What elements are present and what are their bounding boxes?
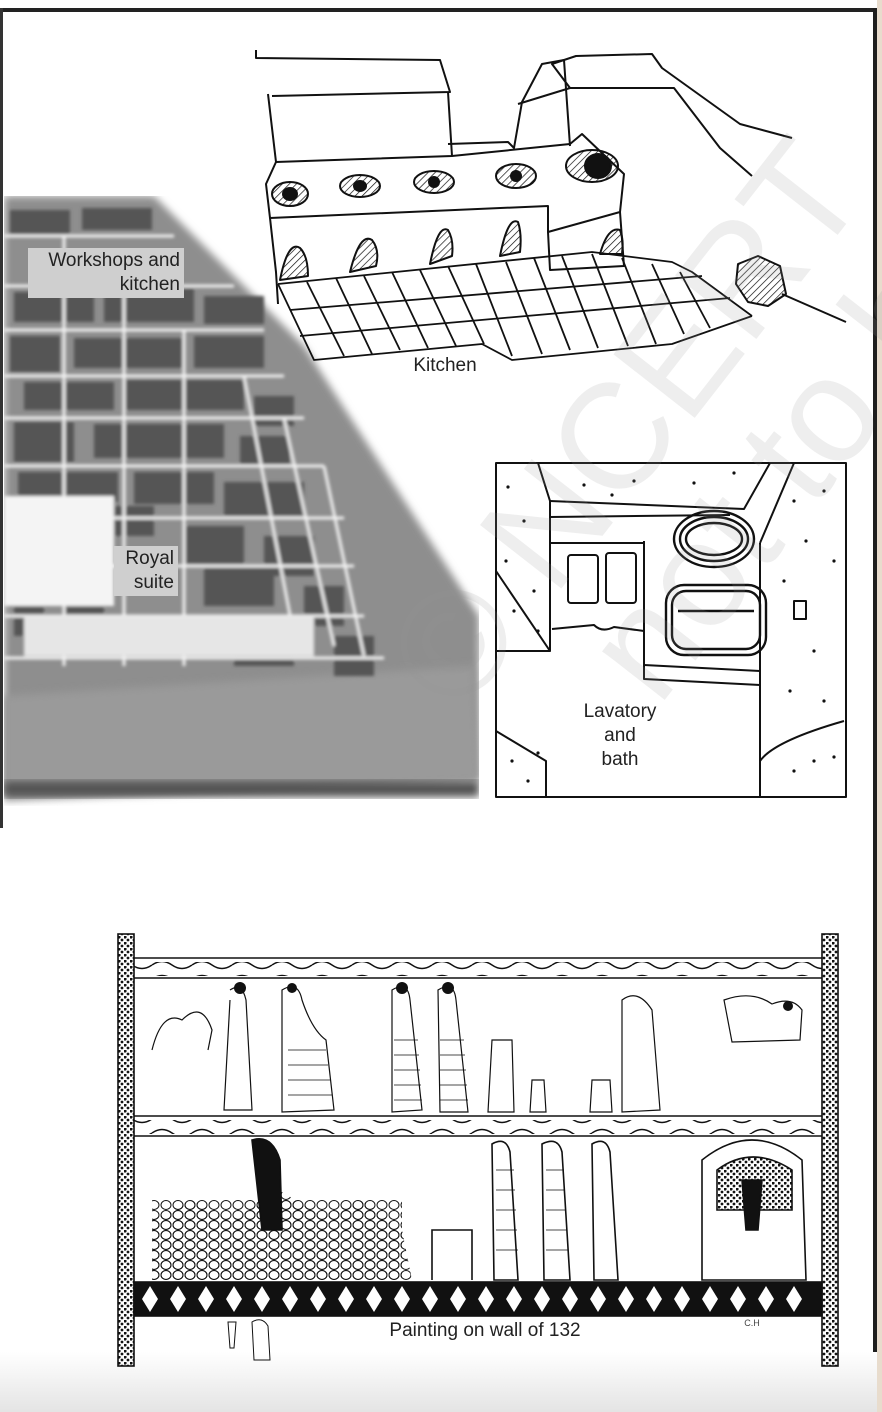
artist-initials: C.H — [744, 1318, 760, 1328]
kitchen-caption: Kitchen — [413, 355, 477, 376]
wall-painting-drawing — [112, 930, 842, 1370]
palace-model-photo — [4, 196, 479, 806]
left-border-rule — [0, 8, 3, 828]
label-royal-suite: Royal suite — [114, 546, 178, 596]
label-workshops-and-kitchen: Workshops and kitchen — [28, 248, 184, 298]
wall-painting-caption: Painting on wall of 132 — [389, 1320, 581, 1341]
lavatory-caption: Lavatory and bath — [583, 701, 657, 770]
kitchen-drawing — [252, 44, 852, 364]
page-edge — [877, 0, 882, 1412]
top-border-rule — [0, 8, 877, 12]
right-border-rule — [873, 8, 877, 1412]
bottom-page-shade — [0, 1352, 877, 1412]
lavatory-drawing — [494, 461, 850, 801]
